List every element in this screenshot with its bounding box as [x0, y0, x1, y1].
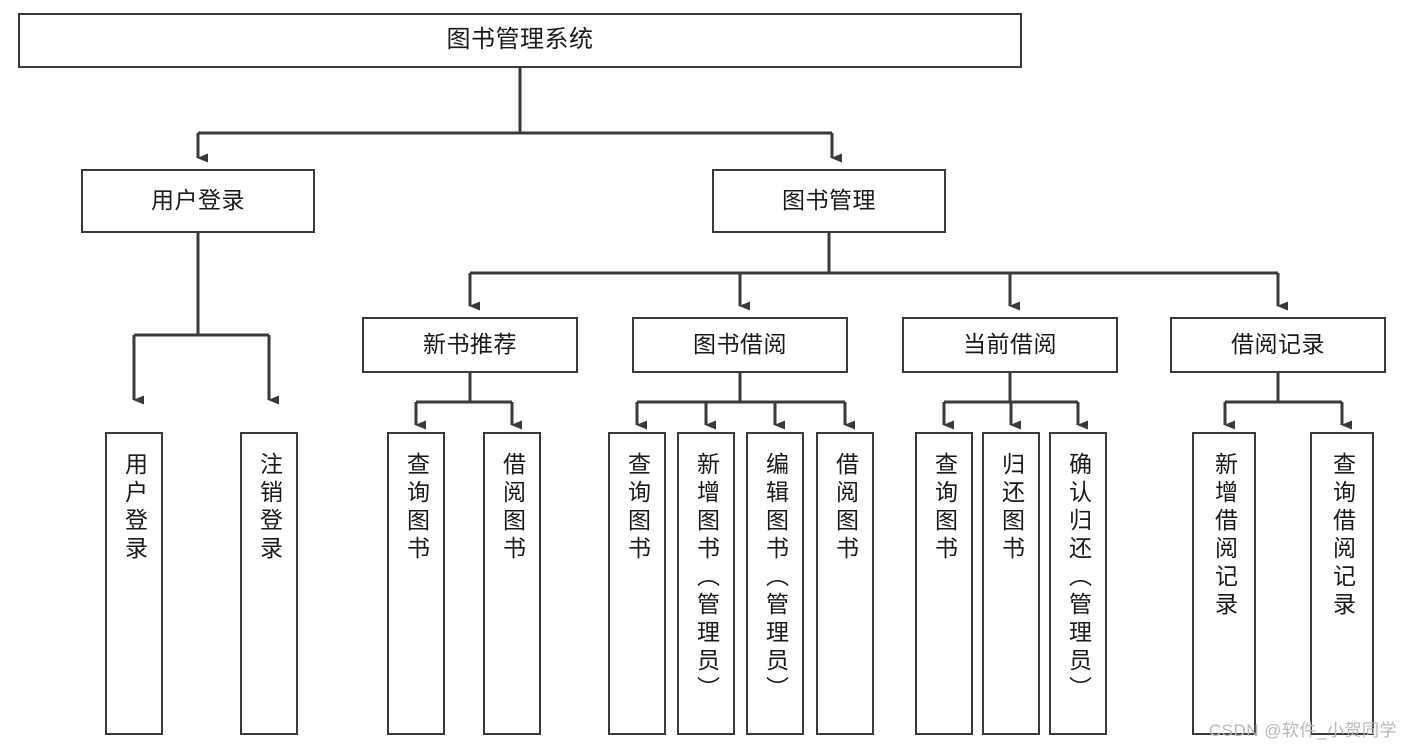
node-label: 用户登录 — [151, 187, 245, 214]
node-book-management[interactable]: 图书管理 — [712, 169, 946, 233]
node-root-book-management-system[interactable]: 图书管理系统 — [18, 13, 1022, 68]
leaf-user-login[interactable]: 用户登录 — [105, 432, 163, 735]
node-label: 借阅记录 — [1231, 331, 1325, 358]
node-current-borrow[interactable]: 当前借阅 — [902, 317, 1118, 373]
node-label: 借阅图书 — [832, 452, 859, 564]
node-label: 图书借阅 — [693, 331, 787, 358]
node-label: 查询图书 — [931, 452, 958, 564]
node-label: 用户登录 — [121, 452, 148, 564]
node-label: 图书管理系统 — [446, 26, 594, 54]
node-borrow-record[interactable]: 借阅记录 — [1170, 317, 1386, 373]
node-label: 借阅图书 — [499, 452, 526, 564]
watermark: CSDN @软件_小贺同学 — [1208, 721, 1397, 740]
leaf-add-borrow-record[interactable]: 新增借阅记录 — [1192, 432, 1256, 735]
node-user-login[interactable]: 用户登录 — [81, 169, 315, 233]
leaf-query-book-recommend[interactable]: 查询图书 — [387, 432, 445, 735]
node-book-borrow[interactable]: 图书借阅 — [632, 317, 848, 373]
node-label: 确认归还（管理员） — [1065, 452, 1092, 704]
node-label: 新书推荐 — [423, 331, 517, 358]
node-new-book-recommend[interactable]: 新书推荐 — [362, 317, 578, 373]
node-label: 新增借阅记录 — [1211, 452, 1238, 620]
node-label: 查询图书 — [403, 452, 430, 564]
node-label: 查询借阅记录 — [1329, 452, 1356, 620]
leaf-borrow-book-recommend[interactable]: 借阅图书 — [483, 432, 541, 735]
leaf-confirm-return-admin[interactable]: 确认归还（管理员） — [1049, 432, 1107, 735]
leaf-return-book[interactable]: 归还图书 — [982, 432, 1040, 735]
node-label: 查询图书 — [624, 452, 651, 564]
leaf-query-borrow-record[interactable]: 查询借阅记录 — [1310, 432, 1374, 735]
node-label: 新增图书（管理员） — [693, 452, 720, 704]
leaf-edit-book-admin[interactable]: 编辑图书（管理员） — [746, 432, 804, 735]
leaf-add-book-admin[interactable]: 新增图书（管理员） — [677, 432, 735, 735]
node-label: 编辑图书（管理员） — [762, 452, 789, 704]
leaf-query-book-current[interactable]: 查询图书 — [915, 432, 973, 735]
leaf-logout[interactable]: 注销登录 — [240, 432, 298, 735]
node-label: 注销登录 — [256, 452, 283, 564]
leaf-borrow-book[interactable]: 借阅图书 — [816, 432, 874, 735]
node-label: 图书管理 — [782, 187, 876, 214]
node-label: 归还图书 — [998, 452, 1025, 564]
node-label: 当前借阅 — [963, 331, 1057, 358]
leaf-query-book-borrow[interactable]: 查询图书 — [608, 432, 666, 735]
